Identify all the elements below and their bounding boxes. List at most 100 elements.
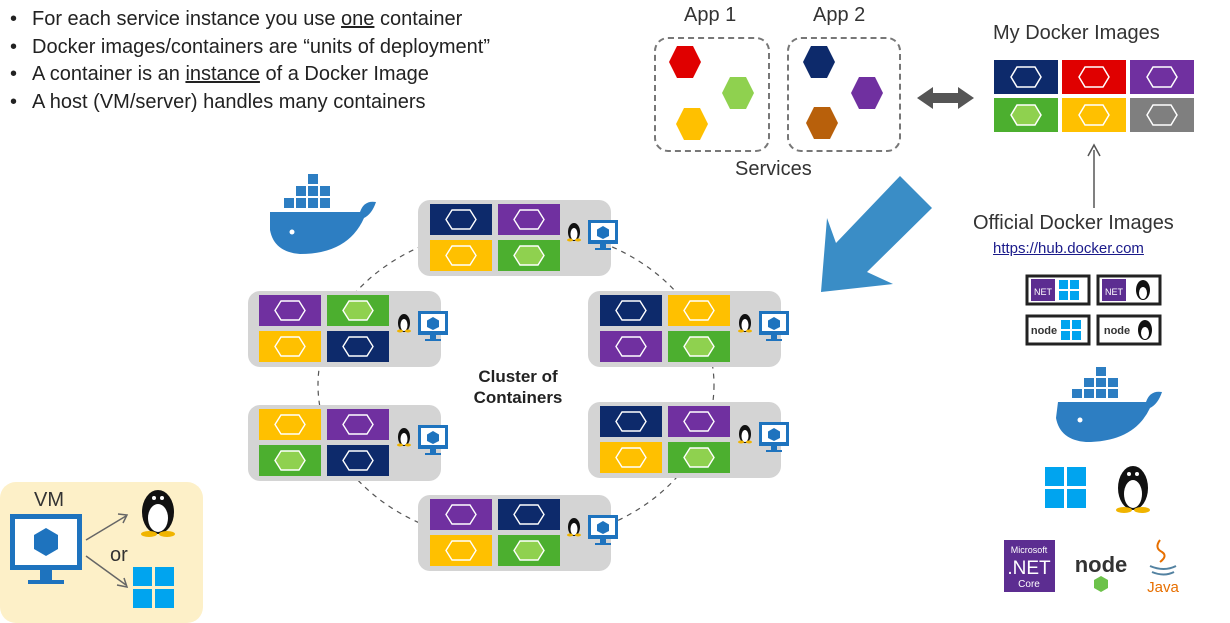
nodejs-text: node bbox=[1075, 552, 1128, 577]
docker-whale-icon-left bbox=[270, 174, 376, 254]
net-core-logo-icon: Microsoft .NET Core bbox=[1004, 540, 1055, 592]
linux-tux-icon-right bbox=[1116, 466, 1150, 513]
host-monitor-icon bbox=[588, 220, 618, 250]
official-tile-net-windows: NET bbox=[1025, 274, 1091, 306]
container-tile-yellow bbox=[600, 442, 662, 473]
linux-tux-icon bbox=[397, 314, 411, 333]
container-tile-green bbox=[498, 535, 560, 566]
official-net-text: NET bbox=[1105, 287, 1124, 297]
container-tile-yellow bbox=[259, 331, 321, 362]
nodejs-logo-icon: node bbox=[1075, 552, 1128, 592]
container-tile-green bbox=[259, 445, 321, 476]
container-tile-green bbox=[668, 442, 730, 473]
container-tile-yellow bbox=[259, 409, 321, 440]
cluster-label-line2: Containers bbox=[473, 388, 563, 407]
net-core-brand-text: Microsoft bbox=[1011, 545, 1048, 555]
container-tile-purple bbox=[259, 295, 321, 326]
java-text: Java bbox=[1147, 579, 1179, 596]
java-logo-icon: Java bbox=[1147, 539, 1179, 596]
container-tile-navy bbox=[600, 295, 662, 326]
official-docker-images-title: Official Docker Images bbox=[973, 212, 1174, 234]
container-tile-purple bbox=[430, 499, 492, 530]
container-tile-yellow bbox=[430, 535, 492, 566]
container-tile-yellow bbox=[430, 240, 492, 271]
linux-tux-icon bbox=[567, 518, 581, 537]
container-tile-green bbox=[498, 240, 560, 271]
bullet-text: Docker images/containers are “units of d… bbox=[32, 35, 490, 58]
official-tile-node-windows: node bbox=[1025, 314, 1091, 346]
my-docker-images-grid bbox=[994, 60, 1194, 132]
container-tile-purple bbox=[668, 406, 730, 437]
service-hexagon-navy bbox=[803, 46, 835, 78]
vm-windows-logo-icon bbox=[133, 567, 174, 608]
app1-box bbox=[654, 37, 770, 152]
vm-arrows bbox=[85, 513, 129, 588]
official-tile-net-linux: NET bbox=[1096, 274, 1162, 306]
bullet-item: •A container is an instance of a Docker … bbox=[10, 63, 429, 85]
container-tile-purple bbox=[498, 204, 560, 235]
host-monitor-icon bbox=[418, 425, 448, 455]
service-hexagon-red bbox=[669, 46, 701, 78]
image-tile-yellow bbox=[1062, 98, 1126, 132]
container-tile-navy bbox=[327, 445, 389, 476]
windows-logo-icon-right bbox=[1045, 467, 1086, 508]
cluster-label-line1: Cluster of bbox=[478, 367, 558, 386]
official-tile-node-linux: node bbox=[1096, 314, 1162, 346]
service-hexagon-yellow bbox=[676, 108, 708, 140]
vm-label: VM bbox=[34, 489, 64, 511]
service-hexagon-purple bbox=[851, 77, 883, 109]
up-arrow-icon bbox=[1087, 143, 1101, 208]
bullet-item: •A host (VM/server) handles many contain… bbox=[10, 90, 426, 113]
linux-tux-icon bbox=[567, 223, 581, 242]
net-core-name-text: .NET bbox=[1007, 558, 1051, 579]
bullet-text: For each service instance you use bbox=[32, 8, 342, 30]
cluster-label: Cluster of Containers bbox=[466, 366, 570, 408]
bullet-text: A host (VM/server) handles many containe… bbox=[32, 90, 426, 113]
image-tile-gray bbox=[1130, 98, 1194, 132]
bullet-item: •For each service instance you use one c… bbox=[10, 8, 463, 30]
vm-monitor-icon bbox=[10, 514, 82, 584]
app2-box bbox=[787, 37, 901, 152]
container-tile-navy bbox=[430, 204, 492, 235]
image-tile-navy bbox=[994, 60, 1058, 94]
bullet-underlined-text: instance bbox=[185, 63, 260, 85]
bullet-item: •Docker images/containers are “units of … bbox=[10, 35, 490, 58]
double-arrow-icon bbox=[917, 87, 974, 109]
official-net-text: NET bbox=[1034, 287, 1053, 297]
container-tile-navy bbox=[498, 499, 560, 530]
official-node-text: node bbox=[1104, 325, 1130, 337]
official-image-tiles: NET NET node node bbox=[1025, 274, 1162, 346]
bullet-text: container bbox=[374, 8, 463, 30]
container-tile-yellow bbox=[668, 295, 730, 326]
net-core-sub-text: Core bbox=[1018, 579, 1040, 590]
container-tile-purple bbox=[327, 409, 389, 440]
linux-tux-icon bbox=[397, 428, 411, 447]
services-caption: Services bbox=[735, 158, 812, 180]
host-monitor-icon bbox=[418, 311, 448, 341]
my-docker-images-title: My Docker Images bbox=[993, 22, 1160, 44]
linux-tux-icon bbox=[738, 314, 752, 333]
container-tile-green bbox=[668, 331, 730, 362]
docker-hub-link[interactable]: https://hub.docker.com bbox=[993, 240, 1144, 257]
service-hexagon-green bbox=[722, 77, 754, 109]
image-tile-green bbox=[994, 98, 1058, 132]
docker-whale-icon-right bbox=[1056, 367, 1162, 442]
app1-hexagons bbox=[669, 46, 754, 140]
image-tile-purple bbox=[1130, 60, 1194, 94]
vm-or-label: or bbox=[110, 544, 128, 566]
bullet-underlined-text: one bbox=[341, 8, 375, 30]
image-tile-red bbox=[1062, 60, 1126, 94]
host-monitor-icon bbox=[759, 422, 789, 452]
app1-label: App 1 bbox=[684, 4, 737, 26]
bullet-text: A container is an bbox=[32, 63, 186, 85]
host-monitor-icon bbox=[588, 515, 618, 545]
bullet-text: of a Docker Image bbox=[259, 63, 429, 85]
vm-linux-tux-icon bbox=[141, 490, 175, 537]
container-tile-navy bbox=[327, 331, 389, 362]
official-node-text: node bbox=[1031, 325, 1057, 337]
linux-tux-icon bbox=[738, 425, 752, 444]
bullet-list: •For each service instance you use one c… bbox=[10, 6, 490, 116]
container-tile-navy bbox=[600, 406, 662, 437]
